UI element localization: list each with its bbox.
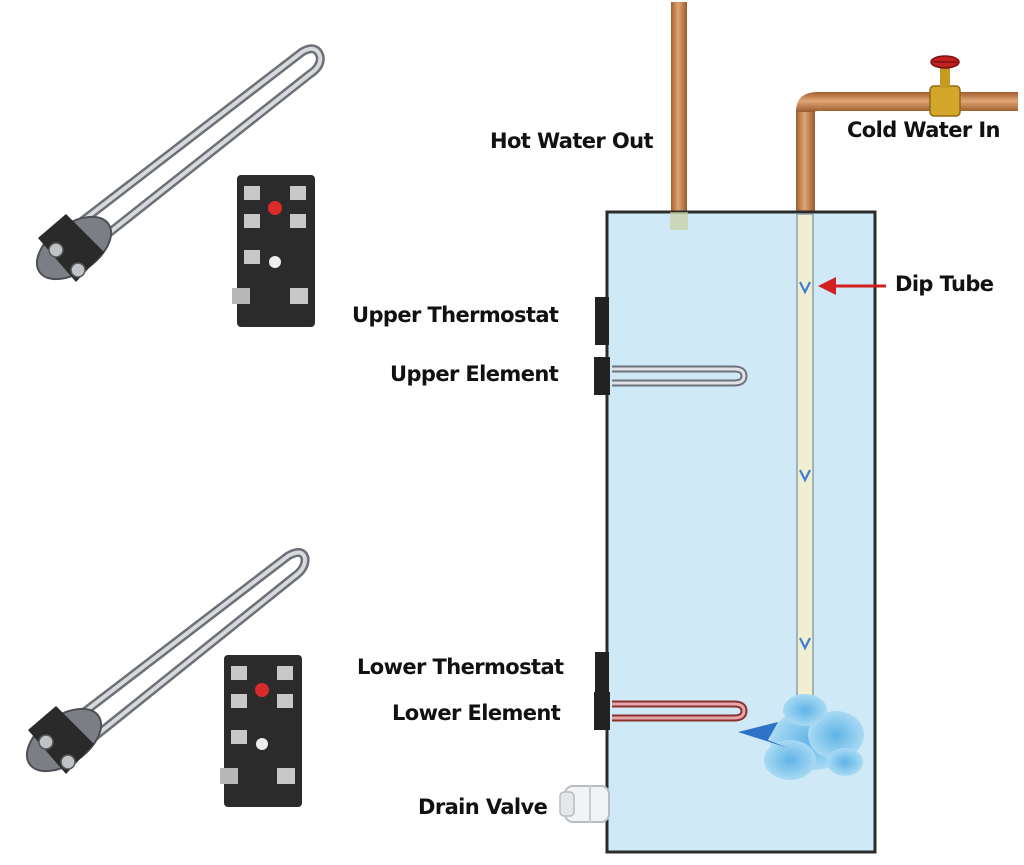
upper-thermostat-label: Upper Thermostat bbox=[352, 303, 559, 327]
lower-element-label: Lower Element bbox=[392, 701, 561, 725]
heating-element-icon bbox=[25, 548, 310, 774]
hot-water-out-label: Hot Water Out bbox=[490, 129, 654, 153]
gate-valve-icon[interactable] bbox=[930, 55, 960, 69]
thermostat-icon bbox=[232, 175, 315, 327]
cold-water-in-label: Cold Water In bbox=[847, 118, 1000, 142]
upper-element-unit bbox=[594, 357, 748, 395]
cold-water-pipe bbox=[796, 68, 1018, 214]
heating-element-icon bbox=[35, 44, 325, 282]
lower-thermostat-label: Lower Thermostat bbox=[357, 655, 564, 679]
drain-valve-icon[interactable] bbox=[559, 785, 610, 823]
lower-element-unit bbox=[594, 692, 748, 730]
upper-thermostat-unit bbox=[595, 297, 609, 345]
upper-element-label: Upper Element bbox=[390, 362, 559, 386]
dip-tube-label: Dip Tube bbox=[895, 272, 994, 296]
flow-arrow bbox=[738, 722, 788, 748]
drain-valve-label: Drain Valve bbox=[418, 795, 548, 819]
thermostat-icon bbox=[220, 655, 302, 807]
dip-tube bbox=[796, 213, 814, 701]
dip-tube-pointer bbox=[818, 277, 886, 295]
lower-thermostat-unit bbox=[595, 652, 609, 700]
cold-water-plume bbox=[764, 694, 864, 780]
hot-water-pipe bbox=[671, 2, 687, 214]
